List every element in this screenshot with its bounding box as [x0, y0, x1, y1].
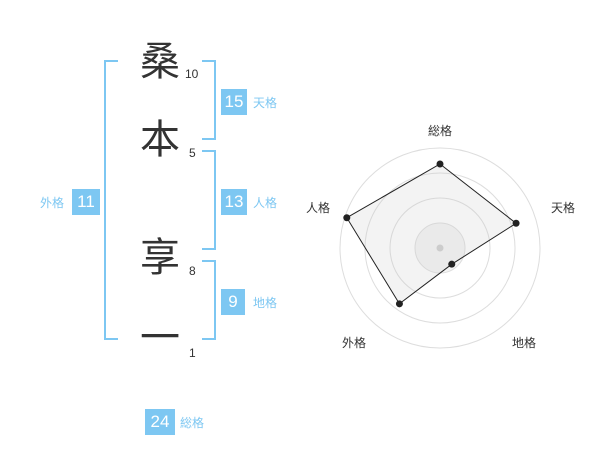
stroke-count-1: 10: [185, 67, 199, 81]
name-char-2: 本: [140, 117, 180, 163]
jinkaku-label: 人格: [253, 196, 278, 210]
name-char-3: 享: [140, 235, 180, 281]
radar-points: [343, 160, 520, 308]
radar-axis-label-chikaku: 地格: [512, 335, 536, 350]
radar-point-3: [448, 260, 456, 268]
tenkaku-value: 15: [221, 89, 247, 115]
radar-point-5: [343, 214, 351, 222]
radar-center-point: [436, 244, 444, 252]
chikaku-value: 9: [221, 289, 245, 315]
gaikaku-bracket: [104, 60, 118, 340]
jinkaku-value: 13: [221, 189, 247, 215]
radar-point-4: [395, 300, 403, 308]
soukaku-label: 総格: [180, 416, 205, 430]
radar-ring: [389, 197, 491, 299]
stroke-count-2: 5: [189, 146, 196, 160]
gaikaku-label: 外格: [40, 196, 65, 210]
radar-axis-label-soukaku: 総格: [428, 123, 452, 138]
tenkaku-bracket: [202, 60, 216, 140]
radar-axis-label-gaikaku: 外格: [342, 335, 366, 350]
radar-point-1: [436, 160, 444, 168]
radar-axis-label-jinkaku: 人格: [306, 200, 330, 215]
gaikaku-value: 11: [72, 189, 100, 215]
radar-ring: [339, 147, 541, 349]
radar-axis-label-tenkaku: 天格: [551, 200, 575, 215]
name-char-4: 一: [140, 315, 180, 361]
chikaku-bracket: [202, 260, 216, 340]
chikaku-label: 地格: [253, 296, 278, 310]
radar-point-2: [512, 219, 520, 227]
name-char-1: 桑: [140, 39, 180, 85]
soukaku-value: 24: [145, 409, 175, 435]
tenkaku-label: 天格: [253, 96, 278, 110]
jinkaku-bracket: [202, 150, 216, 250]
radar-data-area: [346, 163, 517, 305]
stroke-count-3: 8: [189, 264, 196, 278]
stroke-count-4: 1: [189, 346, 196, 360]
